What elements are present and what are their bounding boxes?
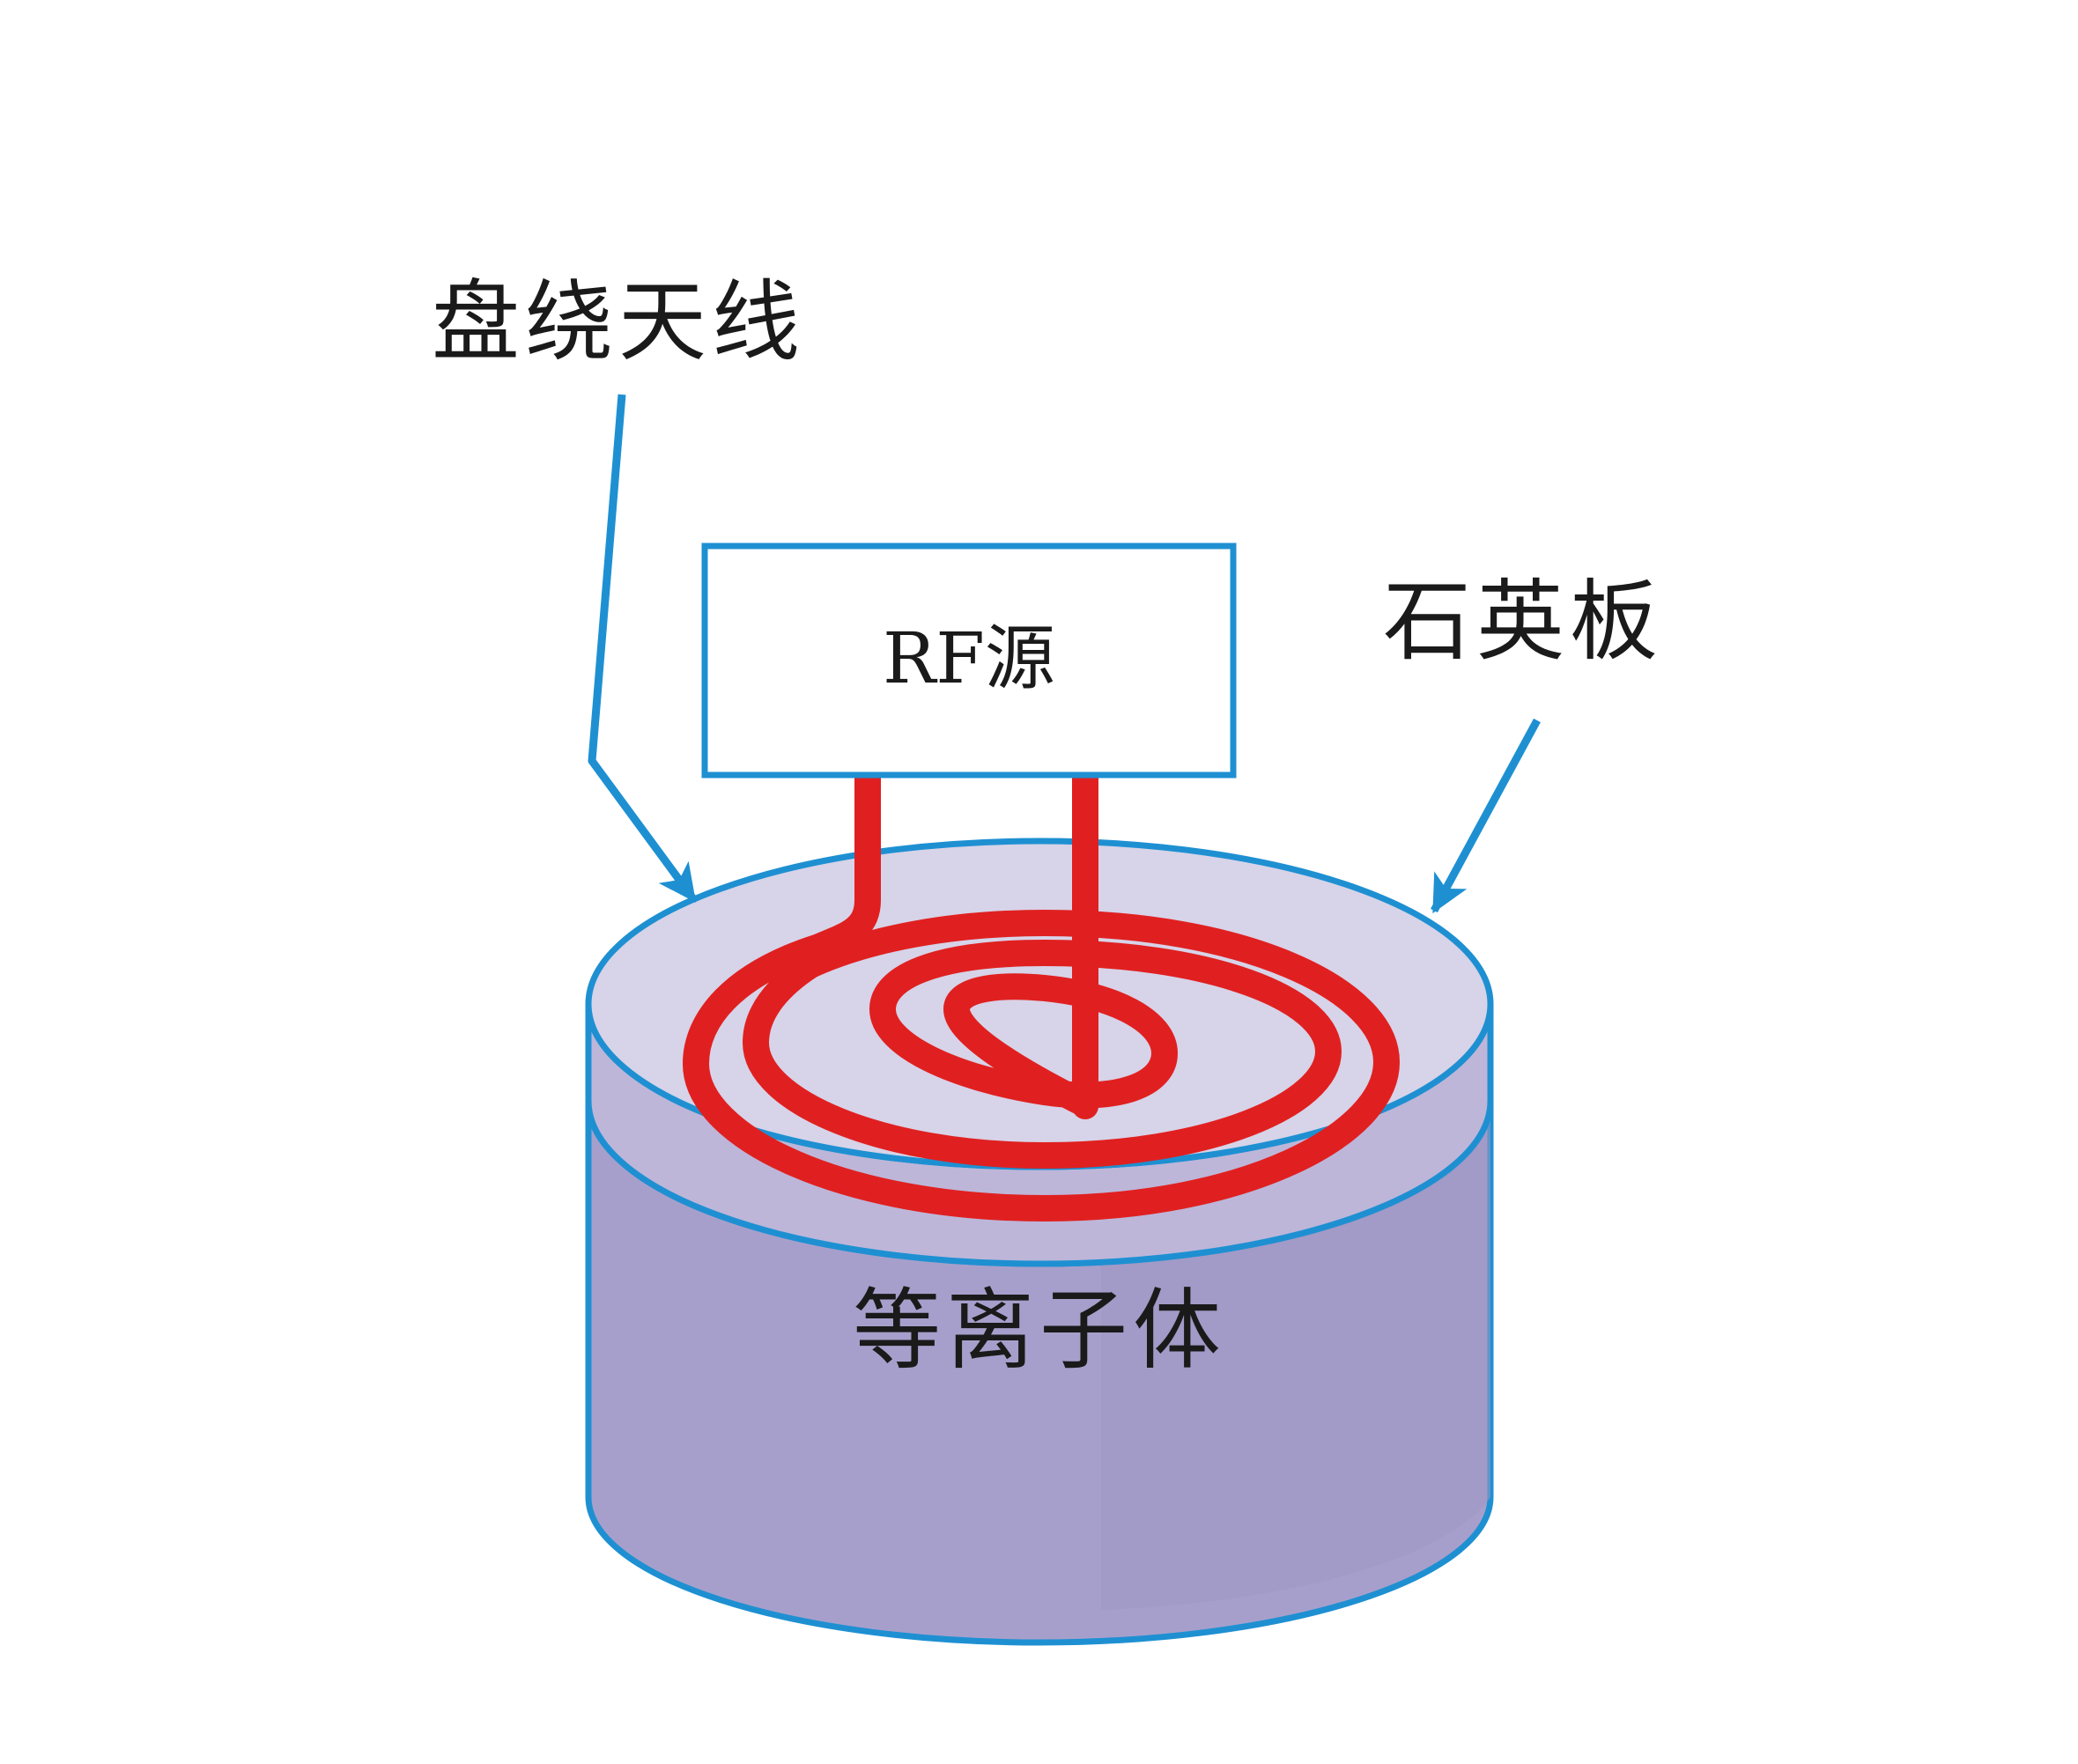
rf-source-rect[interactable] (701, 542, 1237, 779)
antenna-leader-path (588, 394, 698, 903)
antenna-turn-middle (743, 940, 1342, 1169)
rf-source-box[interactable]: RF源 (701, 542, 1237, 779)
antenna-turn-outer (683, 910, 1400, 1222)
plasma-body-shading (1101, 1101, 1490, 1610)
quartz-plate-label: 石英板 (1383, 570, 1663, 673)
plasma-label: 等离子体 (853, 1279, 1226, 1382)
quartz-leader-path (1431, 718, 1541, 914)
rf-source-label: RF源 (883, 617, 1055, 699)
quartz-leader-line (1431, 718, 1541, 914)
coiled-antenna (683, 762, 1400, 1222)
antenna-leader-line (588, 394, 698, 903)
antenna-turn-inner (869, 940, 1178, 1118)
antenna-label: 盘绕天线 (432, 270, 805, 373)
